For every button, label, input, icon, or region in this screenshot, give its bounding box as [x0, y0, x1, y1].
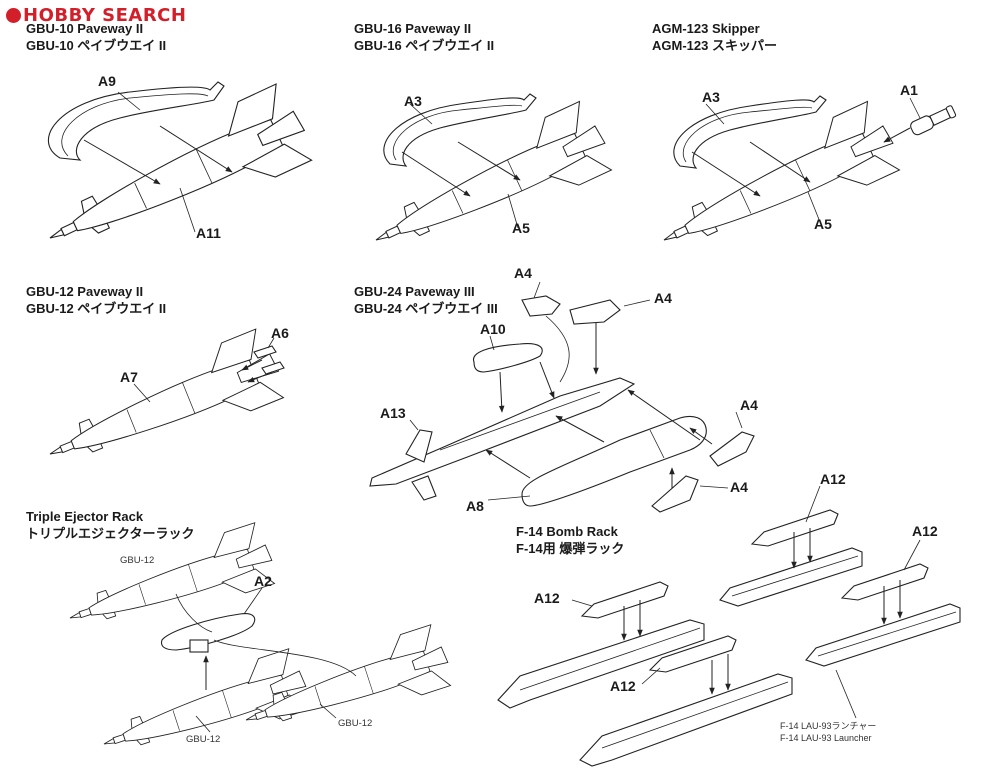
part-label-a7: A7 — [120, 369, 138, 385]
section-title-ter: Triple Ejector Rack トリプルエジェクターラック — [26, 508, 194, 542]
part-label-a12: A12 — [610, 678, 636, 694]
title-en: GBU-12 Paveway II — [26, 284, 144, 299]
ter-label-gbu12: GBU-12 — [186, 734, 221, 745]
title-jp: AGM-123 スキッパー — [652, 38, 777, 53]
launcher-note: F-14 LAU-93ランチャー F-14 LAU-93 Launcher — [780, 720, 876, 744]
gbu12-assembly — [35, 326, 289, 488]
gbu10-assembly — [30, 80, 318, 275]
launcher-note-jp: F-14 LAU-93ランチャー — [780, 721, 877, 731]
part-label-a12: A12 — [534, 590, 560, 606]
agm123-assembly — [646, 95, 957, 274]
part-label-a11: A11 — [196, 225, 221, 241]
part-label-a5: A5 — [512, 220, 530, 236]
title-jp: F-14用 爆弾ラック — [516, 541, 625, 556]
gbu24-assembly — [369, 281, 755, 513]
title-en: Triple Ejector Rack — [26, 509, 144, 524]
title-jp: GBU-10 ペイブウエイ II — [26, 38, 167, 53]
title-jp: トリプルエジェクターラック — [26, 526, 195, 541]
title-en: AGM-123 Skipper — [652, 21, 760, 36]
ter-label-gbu12: GBU-12 — [120, 555, 155, 566]
title-en: GBU-24 Paveway III — [354, 284, 475, 299]
ter-assembly — [59, 520, 456, 774]
part-label-a4: A4 — [654, 290, 672, 306]
part-label-a10: A10 — [480, 321, 506, 337]
part-label-a4: A4 — [514, 265, 532, 281]
part-label-a9: A9 — [98, 73, 116, 89]
part-label-a4: A4 — [740, 397, 758, 413]
section-title-gbu16: GBU-16 Paveway II GBU-16 ペイブウエイ II — [354, 20, 494, 54]
logo-circle-icon — [6, 7, 21, 23]
title-jp: GBU-16 ペイブウエイ II — [354, 38, 495, 53]
f14-assembly — [497, 485, 961, 767]
part-label-a8: A8 — [466, 498, 484, 514]
part-label-a13: A13 — [380, 405, 406, 421]
section-title-f14: F-14 Bomb Rack F-14用 爆弾ラック — [516, 523, 624, 557]
part-label-a3: A3 — [702, 89, 720, 105]
title-en: F-14 Bomb Rack — [516, 524, 618, 539]
title-jp: GBU-12 ペイブウエイ II — [26, 301, 167, 316]
section-title-gbu12: GBU-12 Paveway II GBU-12 ペイブウエイ II — [26, 283, 166, 317]
section-title-gbu24: GBU-24 Paveway III GBU-24 ペイブウエイ III — [354, 283, 498, 317]
section-title-agm123: AGM-123 Skipper AGM-123 スキッパー — [652, 20, 777, 54]
part-label-a1: A1 — [900, 82, 918, 98]
part-label-a12: A12 — [820, 471, 846, 487]
section-title-gbu10: GBU-10 Paveway II GBU-10 ペイブウエイ II — [26, 20, 166, 54]
part-label-a5: A5 — [814, 216, 832, 232]
title-jp: GBU-24 ペイブウエイ III — [354, 301, 498, 316]
launcher-note-en: F-14 LAU-93 Launcher — [780, 733, 872, 743]
title-en: GBU-16 Paveway II — [354, 21, 472, 36]
part-label-a12: A12 — [912, 523, 938, 539]
part-label-a3: A3 — [404, 93, 422, 109]
part-label-a6: A6 — [271, 325, 289, 341]
part-label-a4: A4 — [730, 479, 748, 495]
gbu16-assembly — [358, 93, 617, 274]
title-en: GBU-10 Paveway II — [26, 21, 144, 36]
ter-label-gbu12: GBU-12 — [338, 718, 373, 729]
hobby-search-watermark: HOBBY SEARCH — [6, 4, 186, 26]
part-label-a2: A2 — [254, 573, 272, 589]
